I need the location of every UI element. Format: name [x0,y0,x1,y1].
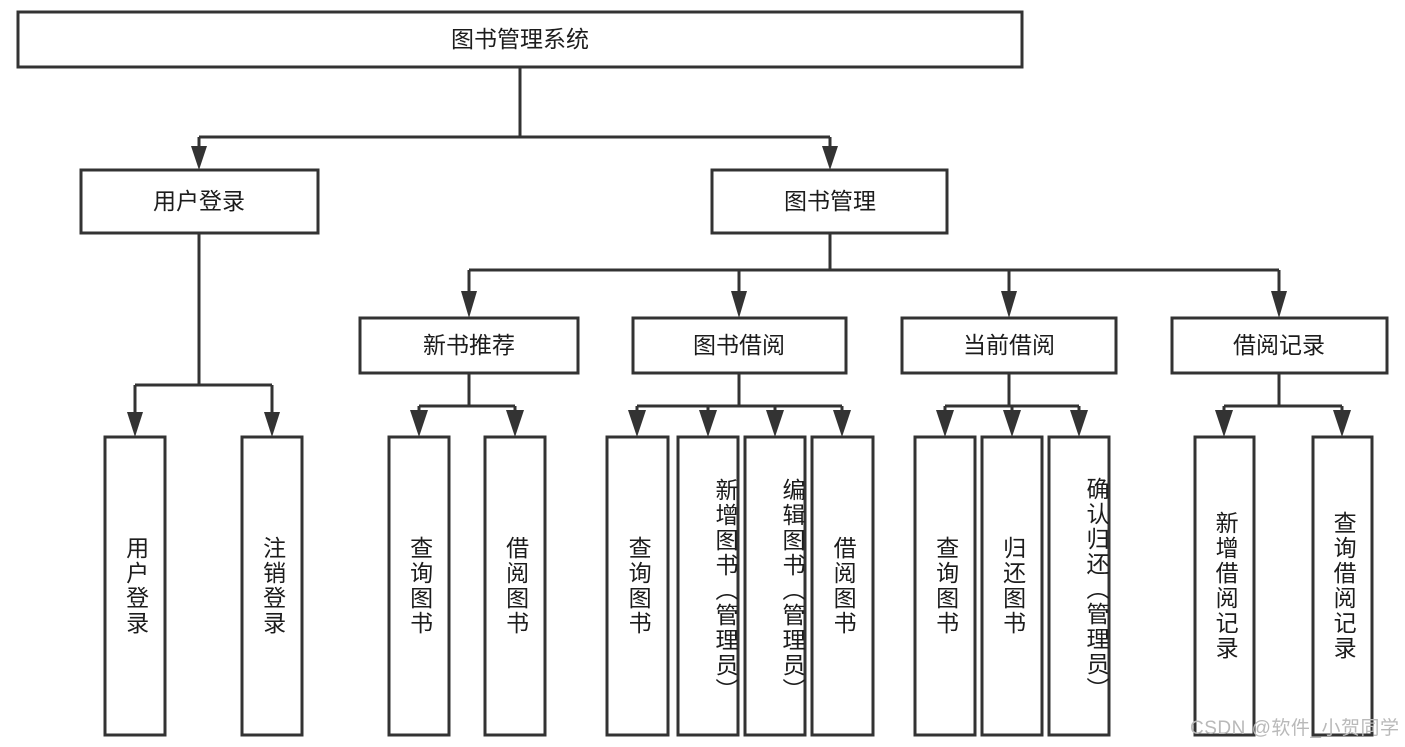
arrow-head-leaf-logout [264,412,280,437]
node-leaf-borrow-book-2[interactable] [810,435,875,737]
arrow-head-leaf-query-book-1 [410,410,428,437]
node-book-borrow[interactable] [631,316,848,375]
arrow-head-leaf-confirm-return [1070,410,1088,437]
node-leaf-confirm-return[interactable] [1047,435,1111,737]
node-leaf-add-book[interactable] [676,435,740,737]
node-leaf-return-book[interactable] [980,435,1044,737]
node-user-login-label: 用户登录 [153,188,245,214]
node-user-login[interactable] [79,168,320,235]
arrow-head-leaf-user-login [127,412,143,437]
node-leaf-add-record[interactable] [1193,435,1256,737]
arrow-head-leaf-borrow-book-2 [833,410,851,437]
node-leaf-query-book-1[interactable] [387,435,451,737]
arrow-head-new-book-recommend [461,291,477,318]
node-layer: 图书管理系统 用户登录 图书管理 新书推荐 图书借阅 当前借阅 借阅记录 [16,10,1389,737]
arrow-head-book-borrow [731,291,747,318]
arrow-head-leaf-add-record [1215,410,1233,437]
node-borrow-record[interactable] [1170,316,1389,375]
arrow-head-leaf-add-book [699,410,717,437]
arrow-head-current-borrow [1001,291,1017,318]
node-new-book-recommend[interactable] [358,316,580,375]
node-leaf-query-book-3[interactable] [913,435,977,737]
csdn-watermark: CSDN @软件_小贺同学 [1190,718,1400,739]
node-leaf-logout[interactable] [240,435,304,737]
node-book-manage[interactable] [710,168,949,235]
arrow-head-borrow-record [1271,291,1287,318]
node-leaf-borrow-book-1[interactable] [483,435,547,737]
node-root[interactable] [16,10,1024,69]
arrow-head-leaf-query-book-2 [628,410,646,437]
arrow-head-leaf-borrow-book-1 [506,410,524,437]
node-leaf-edit-book[interactable] [743,435,807,737]
node-book-manage-label: 图书管理 [784,188,876,214]
node-leaf-query-book-2[interactable] [605,435,670,737]
node-leaf-query-record[interactable] [1311,435,1374,737]
arrow-head-leaf-edit-book [766,410,784,437]
arrow-head-user-login [191,146,207,170]
node-current-borrow[interactable] [900,316,1118,375]
node-leaf-user-login[interactable] [103,435,167,737]
connector-layer [127,67,1351,437]
node-root-label: 图书管理系统 [451,26,589,52]
node-borrow-record-label: 借阅记录 [1233,332,1325,358]
arrow-head-book-manage [822,146,838,170]
node-current-borrow-label: 当前借阅 [963,332,1055,358]
node-book-borrow-label: 图书借阅 [693,332,785,358]
arrow-head-leaf-query-book-3 [936,410,954,437]
arrow-head-leaf-return-book [1003,410,1021,437]
arrow-head-leaf-query-record [1333,410,1351,437]
node-new-book-recommend-label: 新书推荐 [423,332,515,358]
